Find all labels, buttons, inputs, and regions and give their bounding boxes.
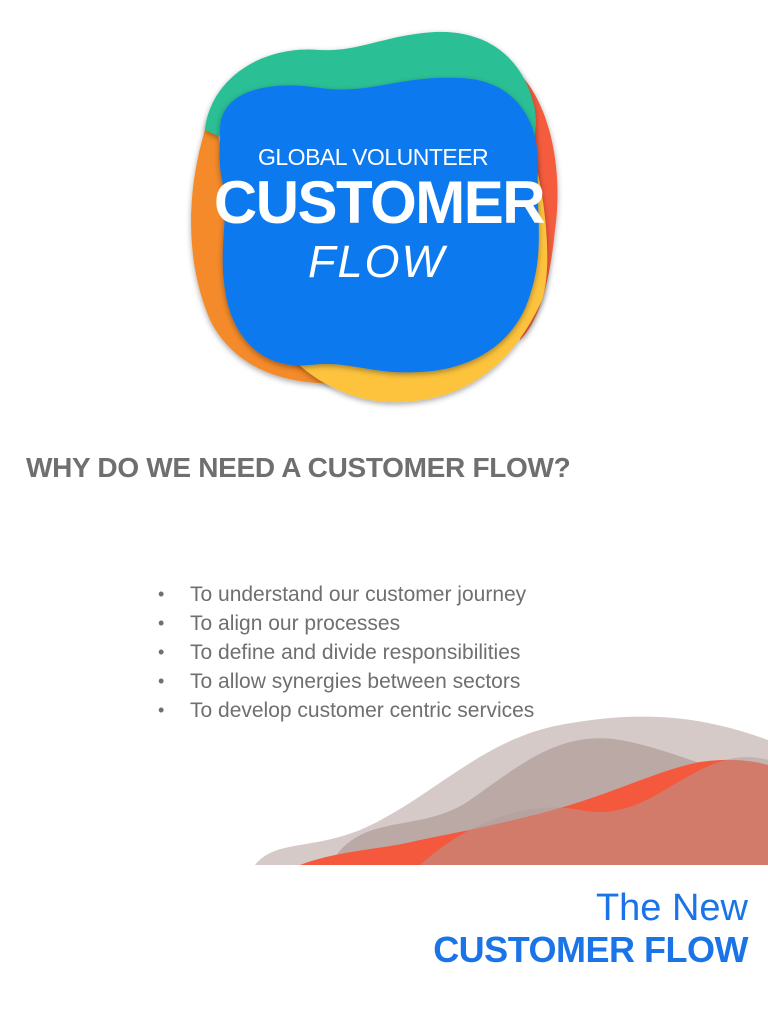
bullet-icon: • (158, 671, 165, 691)
wave-layer-front (420, 757, 768, 865)
footer-title-line1: The New (595, 887, 748, 929)
logo-tagline: FLOW (308, 236, 446, 287)
list-item: • To define and divide responsibilities (158, 638, 534, 667)
list-item: • To align our processes (158, 609, 534, 638)
footer-title: The New CUSTOMER FLOW (433, 886, 748, 970)
list-item-text: To align our processes (190, 612, 401, 635)
list-item-text: To define and divide responsibilities (190, 641, 521, 664)
logo-subtitle: GLOBAL VOLUNTEER (258, 144, 489, 170)
global-volunteer-logo: GLOBAL VOLUNTEER CUSTOMER FLOW (170, 20, 570, 420)
list-item-text: To develop customer centric services (190, 699, 535, 722)
footer-title-line2: CUSTOMER FLOW (433, 929, 748, 970)
list-item: • To allow synergies between sectors (158, 667, 534, 696)
logo-title: CUSTOMER (213, 169, 546, 236)
logo-blue-blob (219, 77, 539, 373)
list-item-text: To allow synergies between sectors (190, 670, 521, 693)
logo-blob-graphic (191, 31, 558, 403)
bullet-icon: • (158, 642, 165, 662)
bullet-list: • To understand our customer journey • To … (158, 580, 534, 725)
page-heading: WHY DO WE NEED A CUSTOMER FLOW? (26, 452, 571, 483)
list-item-text: To understand our customer journey (190, 583, 527, 606)
bullet-icon: • (158, 613, 165, 633)
list-item: • To develop customer centric services (158, 696, 534, 725)
list-item: • To understand our customer journey (158, 580, 534, 609)
bullet-icon: • (158, 584, 165, 604)
logo-text: GLOBAL VOLUNTEER CUSTOMER FLOW (170, 20, 570, 420)
decorative-wave (255, 716, 768, 865)
bullet-icon: • (158, 700, 165, 720)
